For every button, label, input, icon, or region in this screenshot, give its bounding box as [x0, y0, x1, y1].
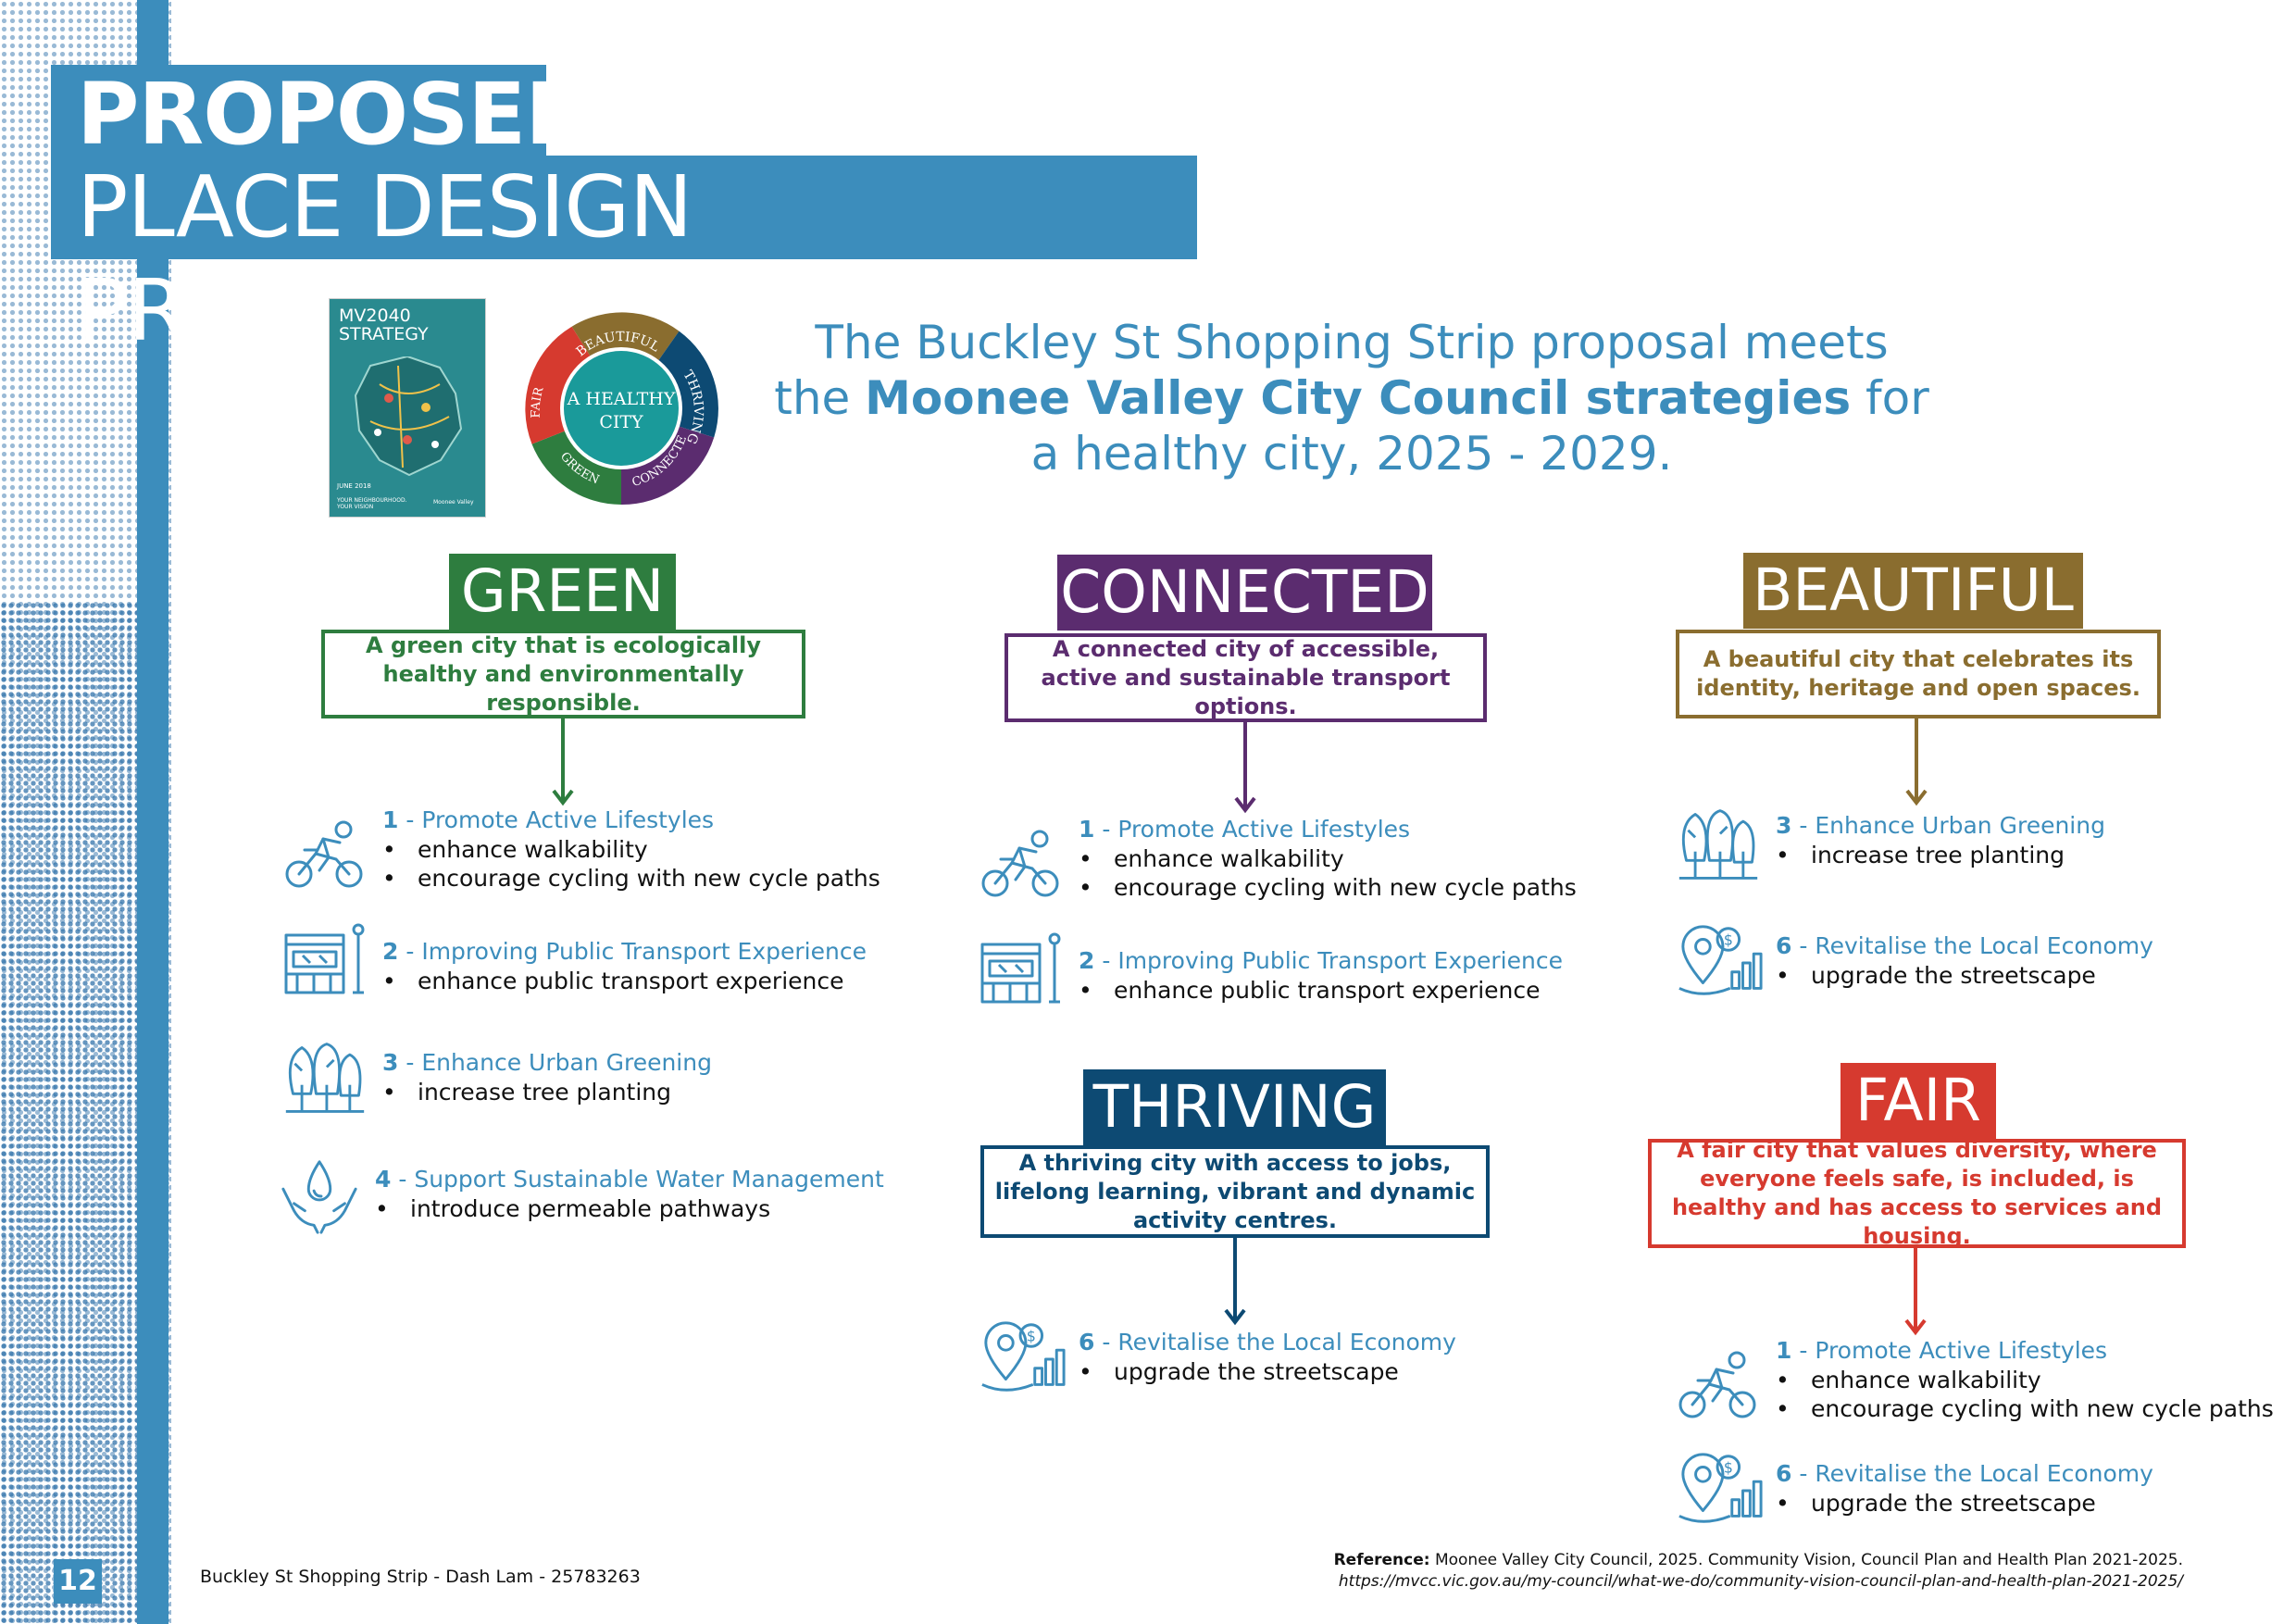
bullet-list: enhance public transport experience — [382, 967, 844, 995]
cover-title: MV2040 STRATEGY — [339, 306, 429, 344]
wheel-label-fair: FAIR — [530, 385, 547, 418]
principle-title-connected: CONNECTED — [1057, 555, 1432, 631]
cyclist-icon — [1678, 1351, 1756, 1418]
principle-desc-connected: A connected city of accessible, active a… — [1004, 633, 1487, 722]
principle-title-thriving: THRIVING — [1083, 1069, 1386, 1145]
tram-stop-icon — [980, 932, 1062, 1004]
page-number: 12 — [54, 1559, 102, 1604]
arrow-down-beautiful — [1905, 718, 1928, 806]
arrow-down-connected — [1234, 722, 1256, 814]
intro-statement: The Buckley St Shopping Strip proposal m… — [774, 316, 1929, 481]
economy-icon — [1678, 1453, 1763, 1523]
wheel-center-line2: CITY — [599, 412, 643, 432]
cover-brand: Moonee Valley — [433, 499, 474, 506]
economy-icon — [980, 1321, 1066, 1392]
svg-text:FAIR: FAIR — [530, 385, 547, 418]
bullet-list: introduce permeable pathways — [375, 1194, 770, 1223]
strategy-cover-image: MV2040 STRATEGY JUNE 2018 YOUR NEIGHBOUR… — [329, 298, 486, 518]
cyclist-icon — [285, 820, 363, 888]
bullet-list: increase tree planting — [1776, 841, 2065, 869]
healthy-city-wheel: A HEALTHY CITY BEAUTIFUL THRIVING CONNEC… — [518, 306, 718, 506]
principle-title-fair: FAIR — [1841, 1063, 1996, 1139]
bullet-list: upgrade the streetscape — [1776, 1489, 2096, 1518]
tram-stop-icon — [284, 923, 366, 994]
bullet-list: enhance walkability encourage cycling wi… — [1776, 1366, 2274, 1423]
cover-map-illustration — [354, 356, 463, 477]
wheel-segment-fair — [525, 326, 592, 444]
principle-desc-thriving: A thriving city with access to jobs, lif… — [980, 1145, 1490, 1238]
page-title-line2: PLACE DESIGN PRINCIPLES — [51, 156, 1197, 360]
wheel-segment-green — [531, 431, 621, 505]
reference-link[interactable]: https://mvcc.vic.gov.au/my-council/what-… — [1338, 1572, 2183, 1591]
wheel-center-line1: A HEALTHY — [567, 389, 676, 409]
bullet-list: upgrade the streetscape — [1776, 961, 2096, 990]
bullet-list: enhance walkability encourage cycling wi… — [382, 835, 880, 893]
principle-desc-fair: A fair city that values diversity, where… — [1648, 1137, 2186, 1249]
footer-text: Buckley St Shopping Strip - Dash Lam - 2… — [200, 1567, 641, 1587]
principle-title-beautiful: BEAUTIFUL — [1743, 553, 2083, 629]
bullet-list: increase tree planting — [382, 1078, 671, 1106]
arrow-down-green — [552, 718, 574, 806]
trees-icon — [1678, 809, 1759, 880]
bullet-list: enhance public transport experience — [1079, 976, 1541, 1005]
cover-tagline: YOUR NEIGHBOURHOOD. YOUR VISION — [337, 497, 407, 510]
trees-icon — [284, 1043, 366, 1113]
wheel-segment-beautiful — [571, 312, 680, 361]
reference: Reference: Moonee Valley City Council, 2… — [1333, 1551, 2183, 1591]
bullet-list: upgrade the streetscape — [1079, 1357, 1399, 1386]
wheel-segment-thriving — [658, 331, 718, 438]
arrow-down-fair — [1904, 1248, 1927, 1336]
water-hands-icon — [281, 1160, 357, 1234]
principle-title-green: GREEN — [449, 554, 676, 630]
wheel-segment-connected — [621, 426, 715, 506]
cyclist-icon — [981, 830, 1059, 897]
bullet-list: enhance walkability encourage cycling wi… — [1079, 844, 1577, 902]
arrow-down-thriving — [1224, 1238, 1246, 1326]
cover-date: JUNE 2018 — [337, 482, 371, 490]
page-title-line1: PROPOSED — [51, 65, 596, 165]
side-bar — [137, 0, 168, 1624]
economy-icon — [1678, 925, 1763, 995]
principle-desc-green: A green city that is ecologically health… — [321, 630, 805, 718]
principle-desc-beautiful: A beautiful city that celebrates its ide… — [1676, 630, 2161, 718]
